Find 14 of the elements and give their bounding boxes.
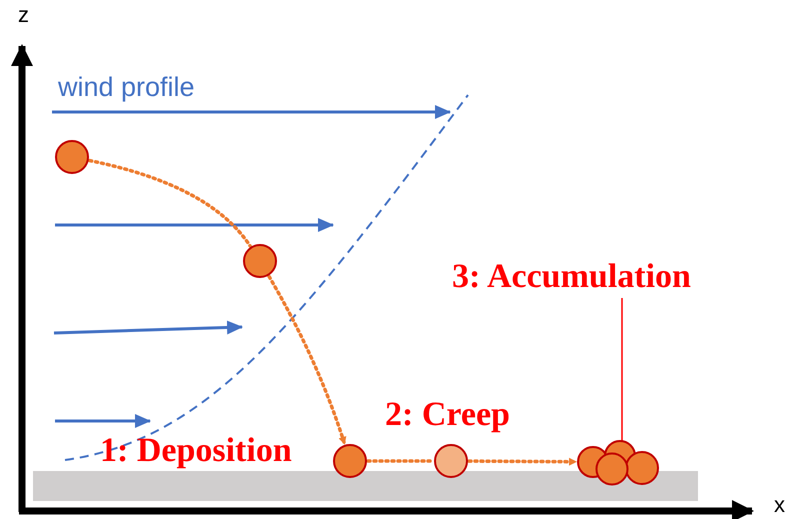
trajectory-arrow <box>267 274 346 446</box>
wind-profile-label: wind profile <box>58 74 195 101</box>
axis-label: z <box>18 4 29 26</box>
particle <box>243 244 277 278</box>
process-label: 2: Creep <box>385 398 510 432</box>
axis-label: x <box>774 494 785 516</box>
leader-line <box>621 298 623 441</box>
faded-particle <box>434 444 468 478</box>
process-label: 1: Deposition <box>100 434 292 468</box>
trajectory-arrow <box>467 458 578 466</box>
particle-cluster <box>576 438 660 486</box>
process-label: 3: Accumulation <box>452 256 728 298</box>
particle <box>333 444 367 478</box>
particle <box>55 140 89 174</box>
